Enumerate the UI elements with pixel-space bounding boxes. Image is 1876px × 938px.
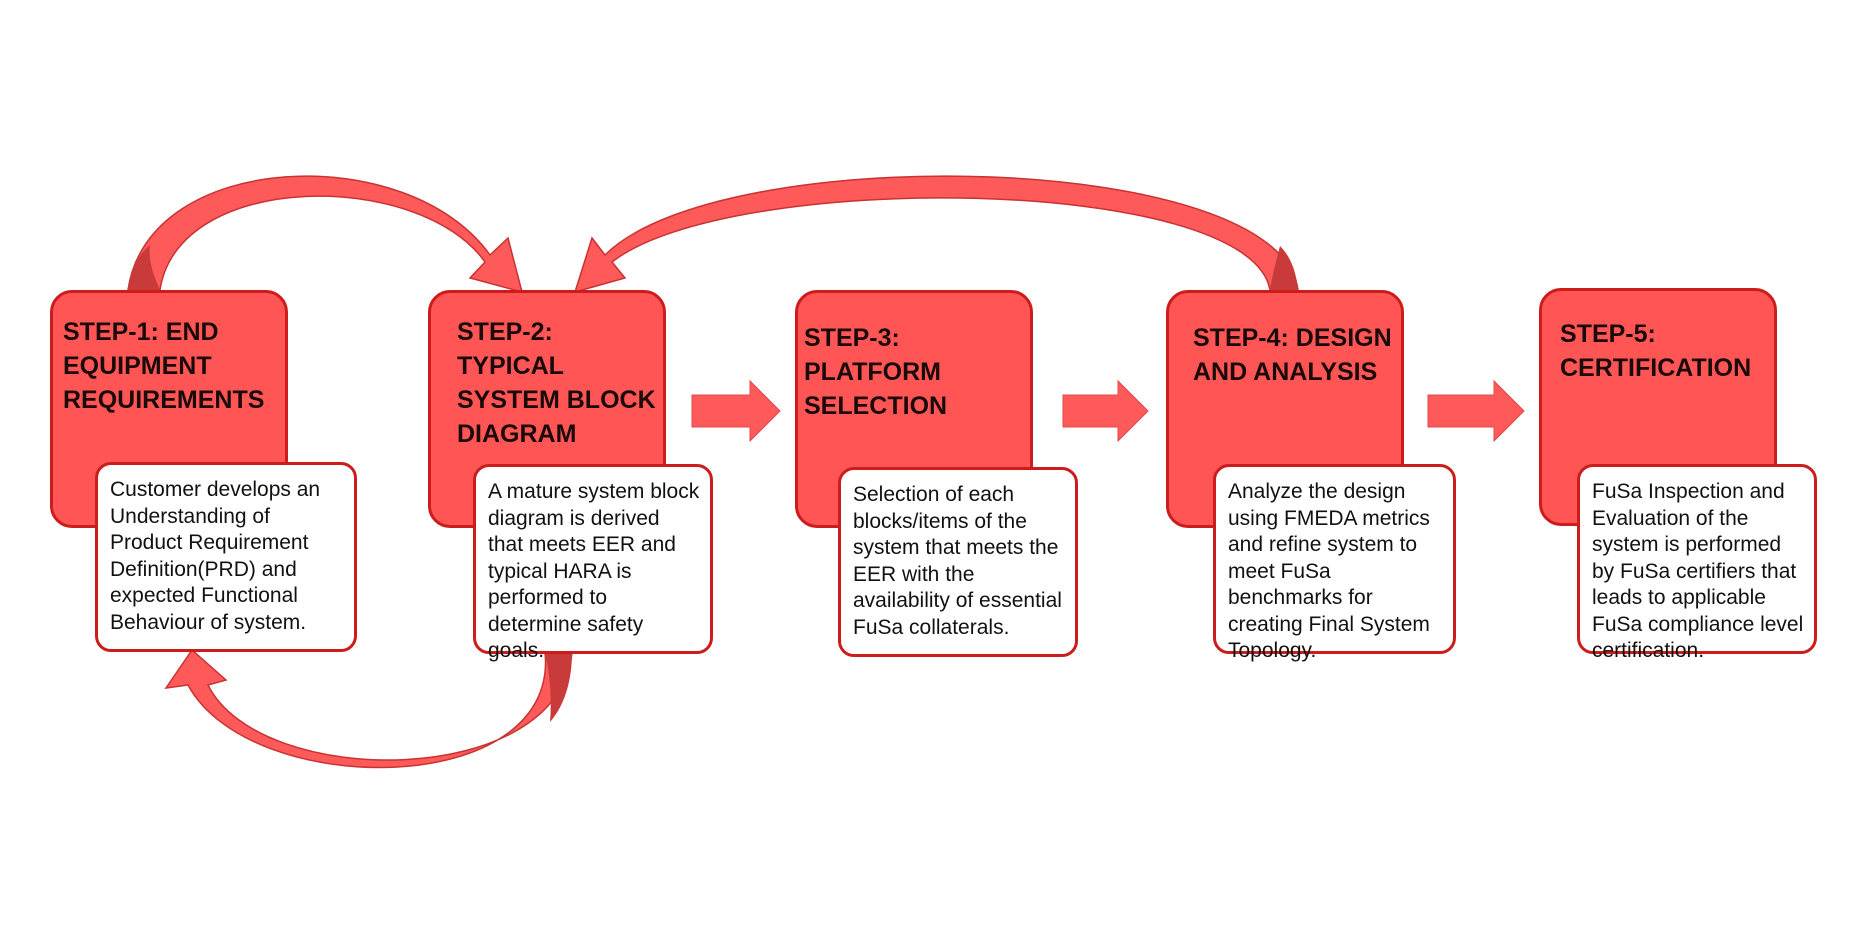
block-arrow-step2-to-step3 [691,379,781,443]
step-1-description: Customer develops an Understanding of Pr… [110,478,321,634]
step-2-box: STEP-2: TYPICAL SYSTEM BLOCK DIAGRAM [428,290,666,528]
step-4-description-box: Analyze the design using FMEDA metrics a… [1213,464,1456,662]
step-4-title: STEP-4: DESIGN AND ANALYSIS [1193,324,1392,386]
step-1-title: STEP-1: END EQUIPMENT REQUIREMENTS [63,318,265,414]
feedback-arrow-step1-to-step2 [127,175,524,294]
step-5-title: STEP-5: CERTIFICATION [1560,320,1752,382]
step-2-description: A mature system block diagram is derived… [488,480,700,662]
step-5-description: FuSa Inspection and Evaluation of the sy… [1592,480,1804,662]
step-2-description-box: A mature system block diagram is derived… [473,464,713,662]
step-2-title: STEP-2: TYPICAL SYSTEM BLOCK DIAGRAM [457,318,656,448]
block-arrow-step3-to-step4 [1062,379,1149,443]
step-5-description-box: FuSa Inspection and Evaluation of the sy… [1577,464,1817,662]
step-1-description-box: Customer develops an Understanding of Pr… [95,462,357,652]
step-3-description-box: Selection of each blocks/items of the sy… [838,467,1078,657]
step-4-description: Analyze the design using FMEDA metrics a… [1228,480,1430,662]
feedback-arrow-step4-to-step2 [573,175,1299,294]
step-3-description: Selection of each blocks/items of the sy… [853,483,1062,639]
block-arrow-step4-to-step5 [1427,379,1525,443]
feedback-arrow-step2-to-step1 [164,648,573,769]
step-3-title: STEP-3: PLATFORM SELECTION [804,324,948,420]
